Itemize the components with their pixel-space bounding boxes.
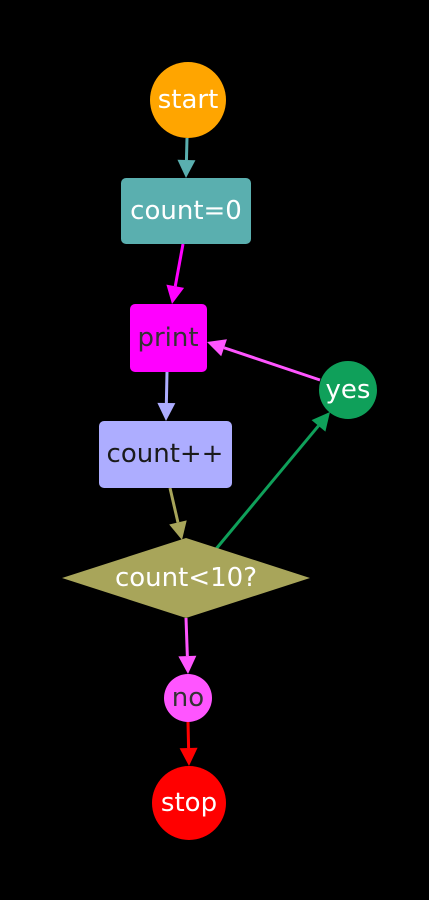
edge-print-incr bbox=[157, 371, 176, 421]
edge-init-print bbox=[166, 243, 185, 304]
edge-arrowhead-start-init bbox=[177, 159, 196, 178]
edge-arrowhead-incr-check bbox=[169, 520, 187, 540]
node-stop: stop bbox=[152, 766, 226, 840]
node-count-increment: count++ bbox=[99, 421, 232, 488]
edge-line-start-init bbox=[184, 137, 189, 161]
edge-line-yes-print bbox=[223, 346, 321, 382]
node-no-shape bbox=[164, 674, 212, 722]
nodes-layer: start count=0 print count++ count<10? ye… bbox=[62, 62, 377, 840]
edge-line-check-no bbox=[184, 617, 189, 657]
edge-incr-check bbox=[168, 487, 187, 540]
node-no-label: no bbox=[172, 683, 204, 713]
node-yes: yes bbox=[319, 361, 377, 419]
edge-start-init bbox=[177, 137, 196, 178]
node-yes-label: yes bbox=[326, 375, 371, 405]
node-start-label: start bbox=[158, 85, 219, 115]
edge-arrowhead-print-incr bbox=[157, 402, 176, 421]
edge-line-incr-check bbox=[168, 487, 180, 523]
node-count-init-shape bbox=[121, 178, 251, 244]
node-stop-shape bbox=[152, 766, 226, 840]
node-print-label: print bbox=[137, 323, 198, 353]
node-condition-check-label: count<10? bbox=[115, 563, 257, 593]
edge-arrowhead-check-no bbox=[178, 655, 197, 674]
node-start: start bbox=[150, 62, 226, 138]
edge-line-check-yes bbox=[214, 424, 320, 550]
edge-no-stop bbox=[179, 721, 198, 766]
edge-check-yes bbox=[214, 412, 330, 550]
node-condition-check: count<10? bbox=[62, 538, 310, 618]
edge-arrowhead-check-yes bbox=[311, 412, 330, 432]
node-print-shape bbox=[130, 304, 207, 372]
node-no: no bbox=[164, 674, 212, 722]
node-count-increment-label: count++ bbox=[107, 439, 224, 469]
node-count-increment-shape bbox=[99, 421, 232, 488]
edge-arrowhead-yes-print bbox=[207, 339, 227, 357]
edge-line-init-print bbox=[173, 243, 185, 287]
node-stop-label: stop bbox=[161, 788, 217, 818]
edges-layer bbox=[157, 137, 330, 766]
edge-yes-print bbox=[207, 339, 321, 382]
node-yes-shape bbox=[319, 361, 377, 419]
node-count-init-label: count=0 bbox=[130, 196, 242, 226]
node-print: print bbox=[130, 304, 207, 372]
edge-line-no-stop bbox=[186, 721, 191, 749]
node-condition-check-shape bbox=[62, 538, 310, 618]
edge-arrowhead-no-stop bbox=[179, 747, 198, 766]
edge-check-no bbox=[178, 617, 197, 674]
edge-arrowhead-init-print bbox=[166, 284, 185, 304]
node-start-shape bbox=[150, 62, 226, 138]
node-count-init: count=0 bbox=[121, 178, 251, 244]
edge-line-print-incr bbox=[164, 371, 169, 404]
